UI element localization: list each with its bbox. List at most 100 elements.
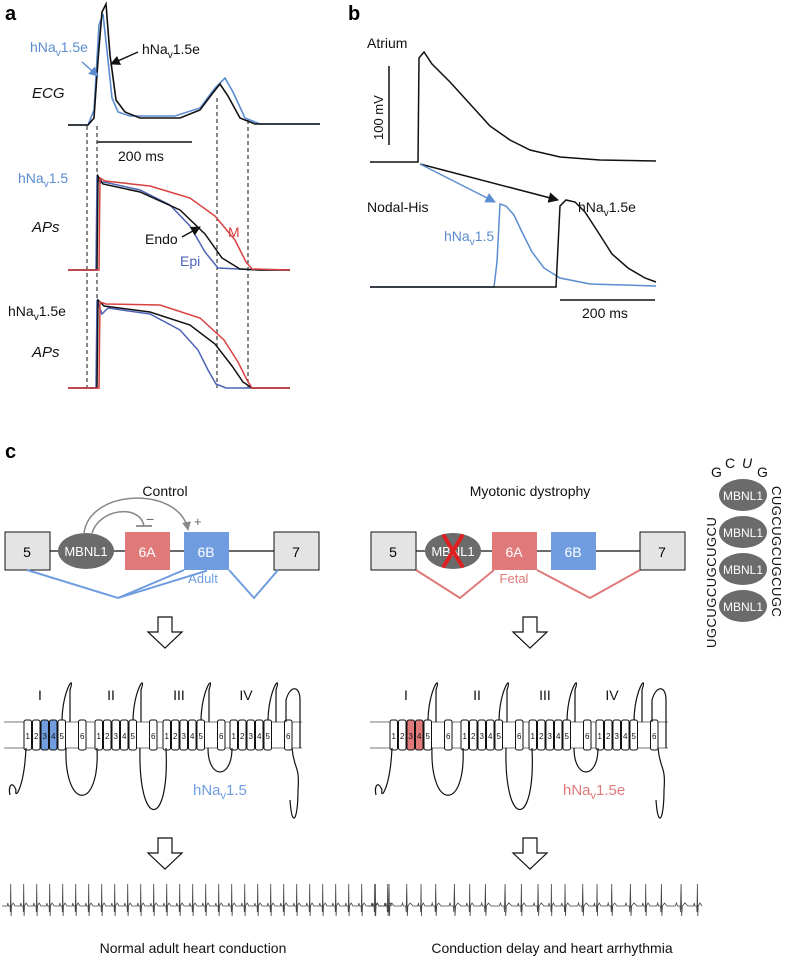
transmembrane-segment (460, 719, 469, 751)
transmembrane-segment (171, 719, 180, 751)
down-arrow-icon (146, 837, 184, 870)
transmembrane-segment (40, 719, 49, 751)
panel-c-letter: c (5, 441, 16, 463)
transmembrane-segment (583, 719, 592, 751)
control-mbnl1-oval (58, 533, 114, 569)
domain-label: I (38, 687, 42, 703)
pore-loop (427, 682, 439, 723)
segment-label: 3 (249, 732, 254, 741)
transmembrane-segment (179, 719, 188, 751)
transmembrane-segment (554, 719, 563, 751)
segment-label: 3 (409, 732, 414, 741)
segment-label: 6 (517, 732, 522, 741)
ap1-endo-trace (68, 173, 290, 271)
pore-loop (132, 682, 144, 723)
control-gene: Control 5 MBNL1 6A 6B 7 − + Adult (4, 483, 320, 600)
row2-label: hNav1.5 (18, 170, 68, 190)
segment-label: 3 (182, 732, 187, 741)
helix-loop (285, 688, 301, 748)
segment-label: 2 (105, 732, 110, 741)
transmembrane-segment (650, 719, 659, 751)
domain-label: II (473, 687, 481, 703)
domain-label: IV (605, 687, 619, 703)
b-black-trace (370, 199, 657, 288)
transmembrane-segment (111, 719, 120, 751)
ap2-m-trace (68, 300, 290, 389)
segment-label: 5 (199, 732, 204, 741)
segment-label: 6 (585, 732, 590, 741)
transmembrane-segment (398, 719, 407, 751)
transmembrane-segment (94, 719, 103, 751)
dystrophy-outcome: Conduction delay and heart arrhythmia (431, 940, 672, 956)
pore-loop (566, 682, 578, 723)
n-terminus (374, 747, 393, 796)
dystrophy-exon-6a-label: 6A (505, 544, 523, 560)
b-blue-label: hNav1.5 (444, 228, 494, 248)
control-exon-6b-label: 6B (197, 544, 214, 560)
dystrophy-splice-label: Fetal (500, 571, 529, 586)
panel-b-letter: b (348, 3, 360, 25)
transmembrane-segment (545, 719, 554, 751)
ap1-m-trace (68, 176, 291, 271)
nodal-his-label: Nodal-His (367, 199, 428, 215)
segment-label: 6 (652, 732, 657, 741)
control-splice-lines (26, 569, 207, 600)
n-terminus (8, 747, 27, 796)
segment-label: 4 (51, 732, 56, 741)
control-splice-label: Adult (188, 571, 218, 586)
segment-label: 4 (122, 732, 127, 741)
transmembrane-segment (32, 719, 41, 751)
repeat-top-letter-4: G (757, 464, 768, 480)
segment-label: 6 (151, 732, 156, 741)
aps-traces-2 (68, 298, 290, 389)
segment-label: 5 (131, 732, 136, 741)
aps-label-1: APs (31, 219, 60, 236)
ecg-black-arrow (110, 51, 139, 65)
dystrophy-channel-label: hNav1.5e (563, 782, 625, 802)
segment-label: 2 (471, 732, 476, 741)
repeat-oval-label-2: MBNL1 (723, 526, 763, 540)
transmembrane-segment (612, 719, 621, 751)
segment-label: 1 (165, 732, 170, 741)
segment-label: 4 (190, 732, 195, 741)
transmembrane-segment (217, 719, 226, 751)
dystrophy-exon-6a (492, 532, 537, 570)
transmembrane-segment (229, 719, 238, 751)
transmembrane-segment (444, 719, 453, 751)
linker-loop (207, 747, 233, 773)
linker-loop (139, 747, 167, 810)
repeat-top-letter-1: G (711, 464, 722, 480)
transmembrane-segment (128, 719, 137, 751)
transmembrane-segment (477, 719, 486, 751)
segment-label: 4 (623, 732, 628, 741)
segment-label: 3 (480, 732, 485, 741)
transmembrane-segment (389, 719, 398, 751)
segment-label: 1 (232, 732, 237, 741)
ecg-waveform (2, 883, 393, 917)
dystrophy-ecg-strip (368, 883, 703, 917)
epi-label: Epi (180, 253, 200, 269)
segment-label: 6 (286, 732, 291, 741)
transmembrane-segment (415, 719, 424, 751)
transmembrane-segment (494, 719, 503, 751)
segment-label: 3 (548, 732, 553, 741)
helix-loop (651, 688, 667, 748)
control-plus-label: + (194, 514, 202, 529)
control-exon-7-label: 7 (292, 544, 300, 560)
segment-label: 4 (488, 732, 493, 741)
repeat-oval-label-1: MBNL1 (723, 489, 763, 503)
ecg-scale-label: 200 ms (118, 148, 164, 164)
endo-arrow (181, 226, 201, 238)
repeat-left-sequence: UGCUGCUGCUGCU (704, 517, 719, 648)
dystrophy-exon-7-label: 7 (658, 544, 666, 560)
transmembrane-segment (120, 719, 129, 751)
endo-label: Endo (145, 231, 178, 247)
ecg-waveform (368, 883, 703, 917)
domain-label: II (107, 687, 115, 703)
down-arrow-icon (146, 616, 184, 649)
segment-label: 6 (219, 732, 224, 741)
transmembrane-segment (469, 719, 478, 751)
transmembrane-segment (515, 719, 524, 751)
ap1-epi-trace (68, 175, 290, 271)
